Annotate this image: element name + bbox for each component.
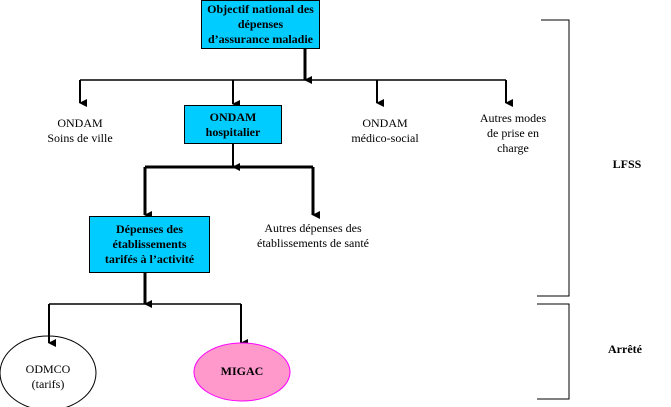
root-label: Objectif national des dépenses d’assuran…	[207, 2, 314, 46]
ondam-hosp-line-2: hospitalier	[205, 124, 261, 139]
ondam-medico-line-1: ONDAM	[362, 116, 408, 130]
autres-depenses-line-2: établissements de santé	[257, 236, 369, 250]
migac-ellipse	[193, 342, 291, 402]
autres-modes-line-3: charge	[497, 141, 529, 155]
autres-modes-line-2: de prise en	[487, 126, 539, 140]
ondam-ville-line-1: ONDAM	[57, 116, 103, 130]
ondam-hosp-line-1: ONDAM	[209, 109, 257, 124]
ondam-ville-label: ONDAM Soins de ville	[30, 116, 130, 146]
ondam-medico-line-2: médico-social	[351, 131, 419, 145]
odmco-line-1: ODMCO	[25, 362, 71, 376]
ondam-medico-label: ONDAM médico-social	[335, 116, 435, 146]
ondam-hosp-box: ONDAM hospitalier	[184, 105, 282, 144]
migac-label: MIGAC	[220, 364, 264, 378]
odmco-ellipse	[0, 335, 97, 407]
autres-modes-label: Autres modes de prise en charge	[463, 111, 563, 156]
depenses-t2a-line-3: tarifés à l’activité	[104, 252, 195, 266]
root-box: Objectif national des dépenses d’assuran…	[201, 0, 320, 49]
arrete-label: Arrêté	[608, 342, 642, 356]
ondam-ville-line-2: Soins de ville	[47, 131, 113, 145]
depenses-t2a-box: Dépenses des établissements tarifés à l’…	[89, 216, 210, 273]
lfss-label: LFSS	[612, 157, 642, 171]
odmco-line-2: (tarifs)	[31, 377, 65, 391]
autres-depenses-label: Autres dépenses des établissements de sa…	[243, 221, 383, 251]
bracket-arrete	[537, 303, 570, 400]
autres-depenses-line-1: Autres dépenses des	[264, 221, 362, 235]
bracket-lfss	[537, 19, 570, 297]
depenses-t2a-line-1: Dépenses des	[115, 222, 183, 236]
odmco-label: ODMCO (tarifs)	[0, 362, 96, 392]
depenses-t2a-line-2: établissements	[112, 237, 187, 251]
autres-modes-line-1: Autres modes	[479, 111, 547, 125]
